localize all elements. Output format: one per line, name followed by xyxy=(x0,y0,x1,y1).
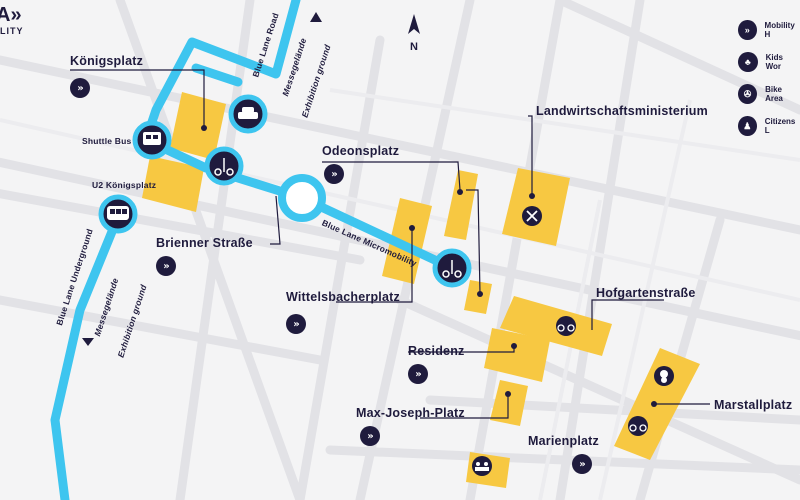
label-residenz: Residenz xyxy=(408,344,465,358)
bicycle-icon-hofgarten xyxy=(556,316,576,336)
label-marienplatz: Marienplatz xyxy=(528,434,599,448)
arrow-up-icon xyxy=(310,12,322,22)
label-landwirtschaftsministerium: Landwirtschaftsministerium xyxy=(536,104,708,118)
people-icon: ♟ xyxy=(738,116,757,136)
block-koenigsplatz-south xyxy=(142,156,204,212)
max-joseph-platz-more-button[interactable]: » xyxy=(360,426,380,446)
block-maxjoseph xyxy=(490,380,528,426)
legend-label-citizens: Citizens L xyxy=(764,117,796,135)
block-residenz xyxy=(484,328,550,382)
brienner-strasse-more-button[interactable]: » xyxy=(156,256,176,276)
label-odeonsplatz: Odeonsplatz xyxy=(322,144,400,158)
label-u2-koenigsplatz: U2 Königsplatz xyxy=(92,180,157,190)
wittelsbacherplatz-more-button[interactable]: » xyxy=(286,314,306,334)
car-stop xyxy=(228,94,268,134)
logo-mark: A» xyxy=(0,4,22,26)
legend-item-kids: ♣ Kids Wor xyxy=(738,52,800,72)
micromobility-stop-west xyxy=(204,146,244,186)
restaurant-icon xyxy=(522,206,542,226)
odeonsplatz-more-button[interactable]: » xyxy=(324,164,344,184)
koenigsplatz-more-button[interactable]: » xyxy=(70,78,90,98)
arrow-down-icon xyxy=(82,338,94,346)
u2-station xyxy=(98,194,138,234)
logo-subtitle: LITY xyxy=(0,26,24,36)
label-marstallplatz: Marstallplatz xyxy=(714,398,793,412)
bicycle-icon-marstall xyxy=(628,416,648,436)
legend-label-bike: Bike Area xyxy=(765,85,783,103)
label-koenigsplatz: Königsplatz xyxy=(70,54,144,68)
teddy-bear-icon-marstall xyxy=(654,366,674,386)
roundabout-marker xyxy=(278,174,326,222)
block-small xyxy=(464,280,492,314)
legend-label-kids: Kids Wor xyxy=(765,53,783,71)
people-icon-marienplatz xyxy=(472,456,492,476)
poi-dots xyxy=(201,125,657,407)
label-wittelsbacherplatz: Wittelsbacherplatz xyxy=(286,290,400,304)
compass-icon xyxy=(408,14,420,34)
label-hofgartenstrasse: Hofgartenstraße xyxy=(596,286,696,300)
micromobility-stop-east xyxy=(432,248,472,288)
legend-item-bike: ✇ Bike Area xyxy=(738,84,800,104)
block-wittelsbacher xyxy=(382,198,432,284)
legend-item-mobility: » Mobility H xyxy=(738,20,800,40)
block-koenigsplatz-east xyxy=(170,92,226,160)
block-odeons xyxy=(444,170,478,240)
bicycle-icon: ✇ xyxy=(738,84,758,104)
chevron-right-icon: » xyxy=(738,20,757,40)
label-shuttle-bus: Shuttle Bus xyxy=(82,136,132,146)
shuttle-bus-stop xyxy=(132,120,172,160)
label-max-joseph-platz: Max-Joseph-Platz xyxy=(356,406,465,420)
legend-label-mobility: Mobility H xyxy=(764,21,795,39)
leader-lines xyxy=(70,69,710,419)
brand-logo: A» LITY xyxy=(0,4,24,36)
north-label: N xyxy=(410,41,418,53)
legend-item-citizens: ♟ Citizens L xyxy=(738,116,800,136)
marienplatz-more-button[interactable]: » xyxy=(572,454,592,474)
blue-lane-underground-route xyxy=(50,207,125,500)
north-arrow: N xyxy=(402,14,426,53)
teddy-bear-icon: ♣ xyxy=(738,52,758,72)
label-brienner-strasse: Brienner Straße xyxy=(156,236,253,250)
residenz-more-button[interactable]: » xyxy=(408,364,428,384)
